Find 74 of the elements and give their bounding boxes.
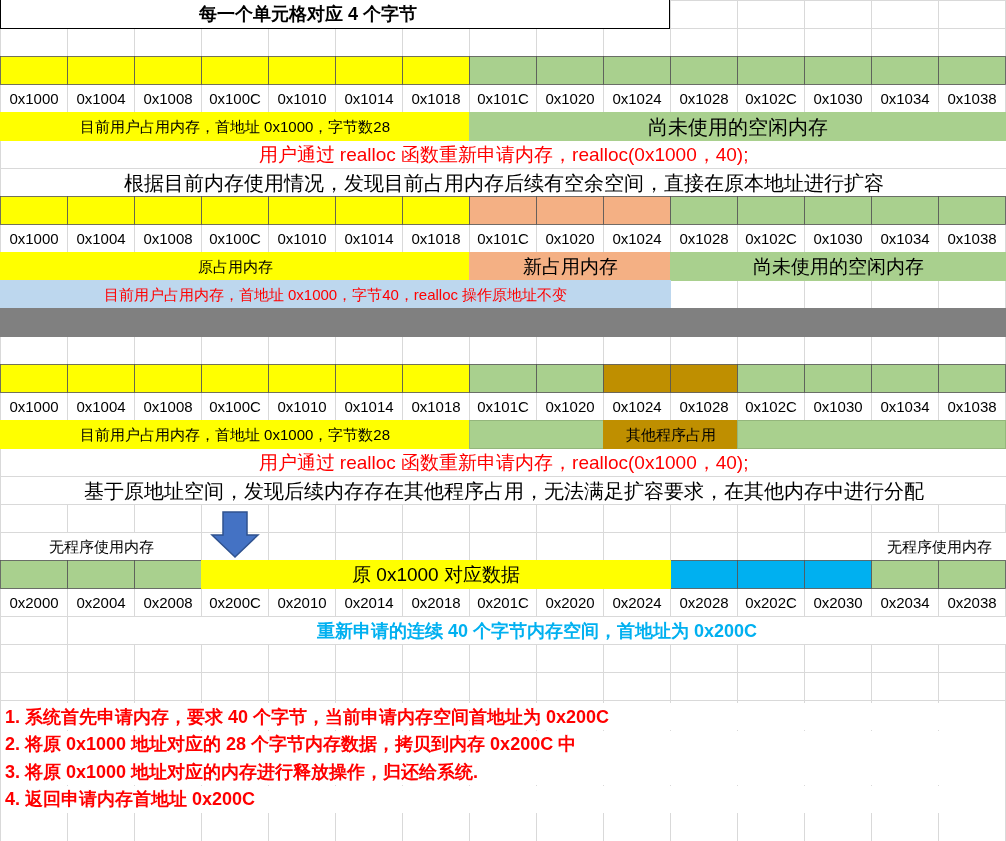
address-label: 0x202C xyxy=(744,593,798,613)
address-label: 0x200C xyxy=(208,593,262,613)
address-label: 0x2034 xyxy=(879,593,931,613)
address-label: 0x1034 xyxy=(879,397,931,417)
address-label: 0x1020 xyxy=(544,229,596,249)
address-label: 0x1030 xyxy=(812,397,864,417)
address-label: 0x1018 xyxy=(410,397,462,417)
address-label: 0x2018 xyxy=(410,593,462,613)
address-label: 0x2020 xyxy=(544,593,596,613)
address-label: 0x2004 xyxy=(75,593,127,613)
address-label: 0x102C xyxy=(744,89,798,109)
address-label: 0x1020 xyxy=(544,89,596,109)
memory-region-label: 原占用内存 xyxy=(0,252,470,281)
address-label: 0x1014 xyxy=(343,89,395,109)
address-label: 0x2024 xyxy=(611,593,663,613)
address-label: 0x101C xyxy=(476,397,530,417)
address-label: 0x1024 xyxy=(611,89,663,109)
address-label: 0x1014 xyxy=(343,229,395,249)
title: 每一个单元格对应 4 个字节 xyxy=(0,0,670,29)
memory-region xyxy=(737,420,1006,449)
address-label: 0x101C xyxy=(476,229,530,249)
memory-region-label: 新占用内存 xyxy=(469,252,671,281)
address-label: 0x102C xyxy=(744,397,798,417)
address-label: 0x1000 xyxy=(8,229,60,249)
address-label: 0x2038 xyxy=(946,593,998,613)
address-label: 0x1004 xyxy=(75,229,127,249)
address-label: 0x1034 xyxy=(879,89,931,109)
address-label: 0x1024 xyxy=(611,397,663,417)
address-label: 0x1030 xyxy=(812,229,864,249)
address-label: 0x100C xyxy=(208,229,262,249)
address-label: 0x1010 xyxy=(276,397,328,417)
address-label: 0x2014 xyxy=(343,593,395,613)
address-label: 0x2030 xyxy=(812,593,864,613)
address-label: 0x101C xyxy=(476,89,530,109)
address-label: 0x2028 xyxy=(678,593,730,613)
memory-region-label: 目前用户占用内存，首地址 0x1000，字节40，realloc 操作原地址不变 xyxy=(0,280,671,309)
address-label: 0x2000 xyxy=(8,593,60,613)
address-label: 0x1008 xyxy=(142,229,194,249)
memory-region-label: 尚未使用的空闲内存 xyxy=(469,112,1006,141)
address-label: 0x1028 xyxy=(678,89,730,109)
address-label: 0x1004 xyxy=(75,397,127,417)
address-label: 0x1034 xyxy=(879,229,931,249)
address-label: 0x1038 xyxy=(946,229,998,249)
memory-region-label: 目前用户占用内存，首地址 0x1000，字节数28 xyxy=(0,420,470,449)
address-label: 0x1030 xyxy=(812,89,864,109)
address-label: 0x1008 xyxy=(142,89,194,109)
address-label: 0x100C xyxy=(208,397,262,417)
address-label: 0x1000 xyxy=(8,89,60,109)
memory-region-label: 其他程序占用 xyxy=(603,420,738,449)
address-label: 0x1018 xyxy=(410,229,462,249)
address-label: 0x1028 xyxy=(678,229,730,249)
address-label: 0x1028 xyxy=(678,397,730,417)
memory-region-label: 尚未使用的空闲内存 xyxy=(670,252,1006,281)
block-arrow xyxy=(210,511,260,559)
memory-region xyxy=(469,420,604,449)
address-label: 0x1038 xyxy=(946,397,998,417)
address-label: 0x1038 xyxy=(946,89,998,109)
address-label: 0x1008 xyxy=(142,397,194,417)
address-label: 0x1014 xyxy=(343,397,395,417)
address-label: 0x1018 xyxy=(410,89,462,109)
address-label: 0x201C xyxy=(476,593,530,613)
address-label: 0x100C xyxy=(208,89,262,109)
address-label: 0x1010 xyxy=(276,89,328,109)
address-label: 0x102C xyxy=(744,229,798,249)
address-label: 0x2008 xyxy=(142,593,194,613)
separator-bar xyxy=(0,308,1006,337)
address-label: 0x1010 xyxy=(276,229,328,249)
address-label: 0x2010 xyxy=(276,593,328,613)
memory-region-label: 原 0x1000 对应数据 xyxy=(201,560,671,589)
address-label: 0x1020 xyxy=(544,397,596,417)
address-label: 0x1024 xyxy=(611,229,663,249)
memory-region-label: 目前用户占用内存，首地址 0x1000，字节数28 xyxy=(0,112,470,141)
address-label: 0x1000 xyxy=(8,397,60,417)
address-label: 0x1004 xyxy=(75,89,127,109)
